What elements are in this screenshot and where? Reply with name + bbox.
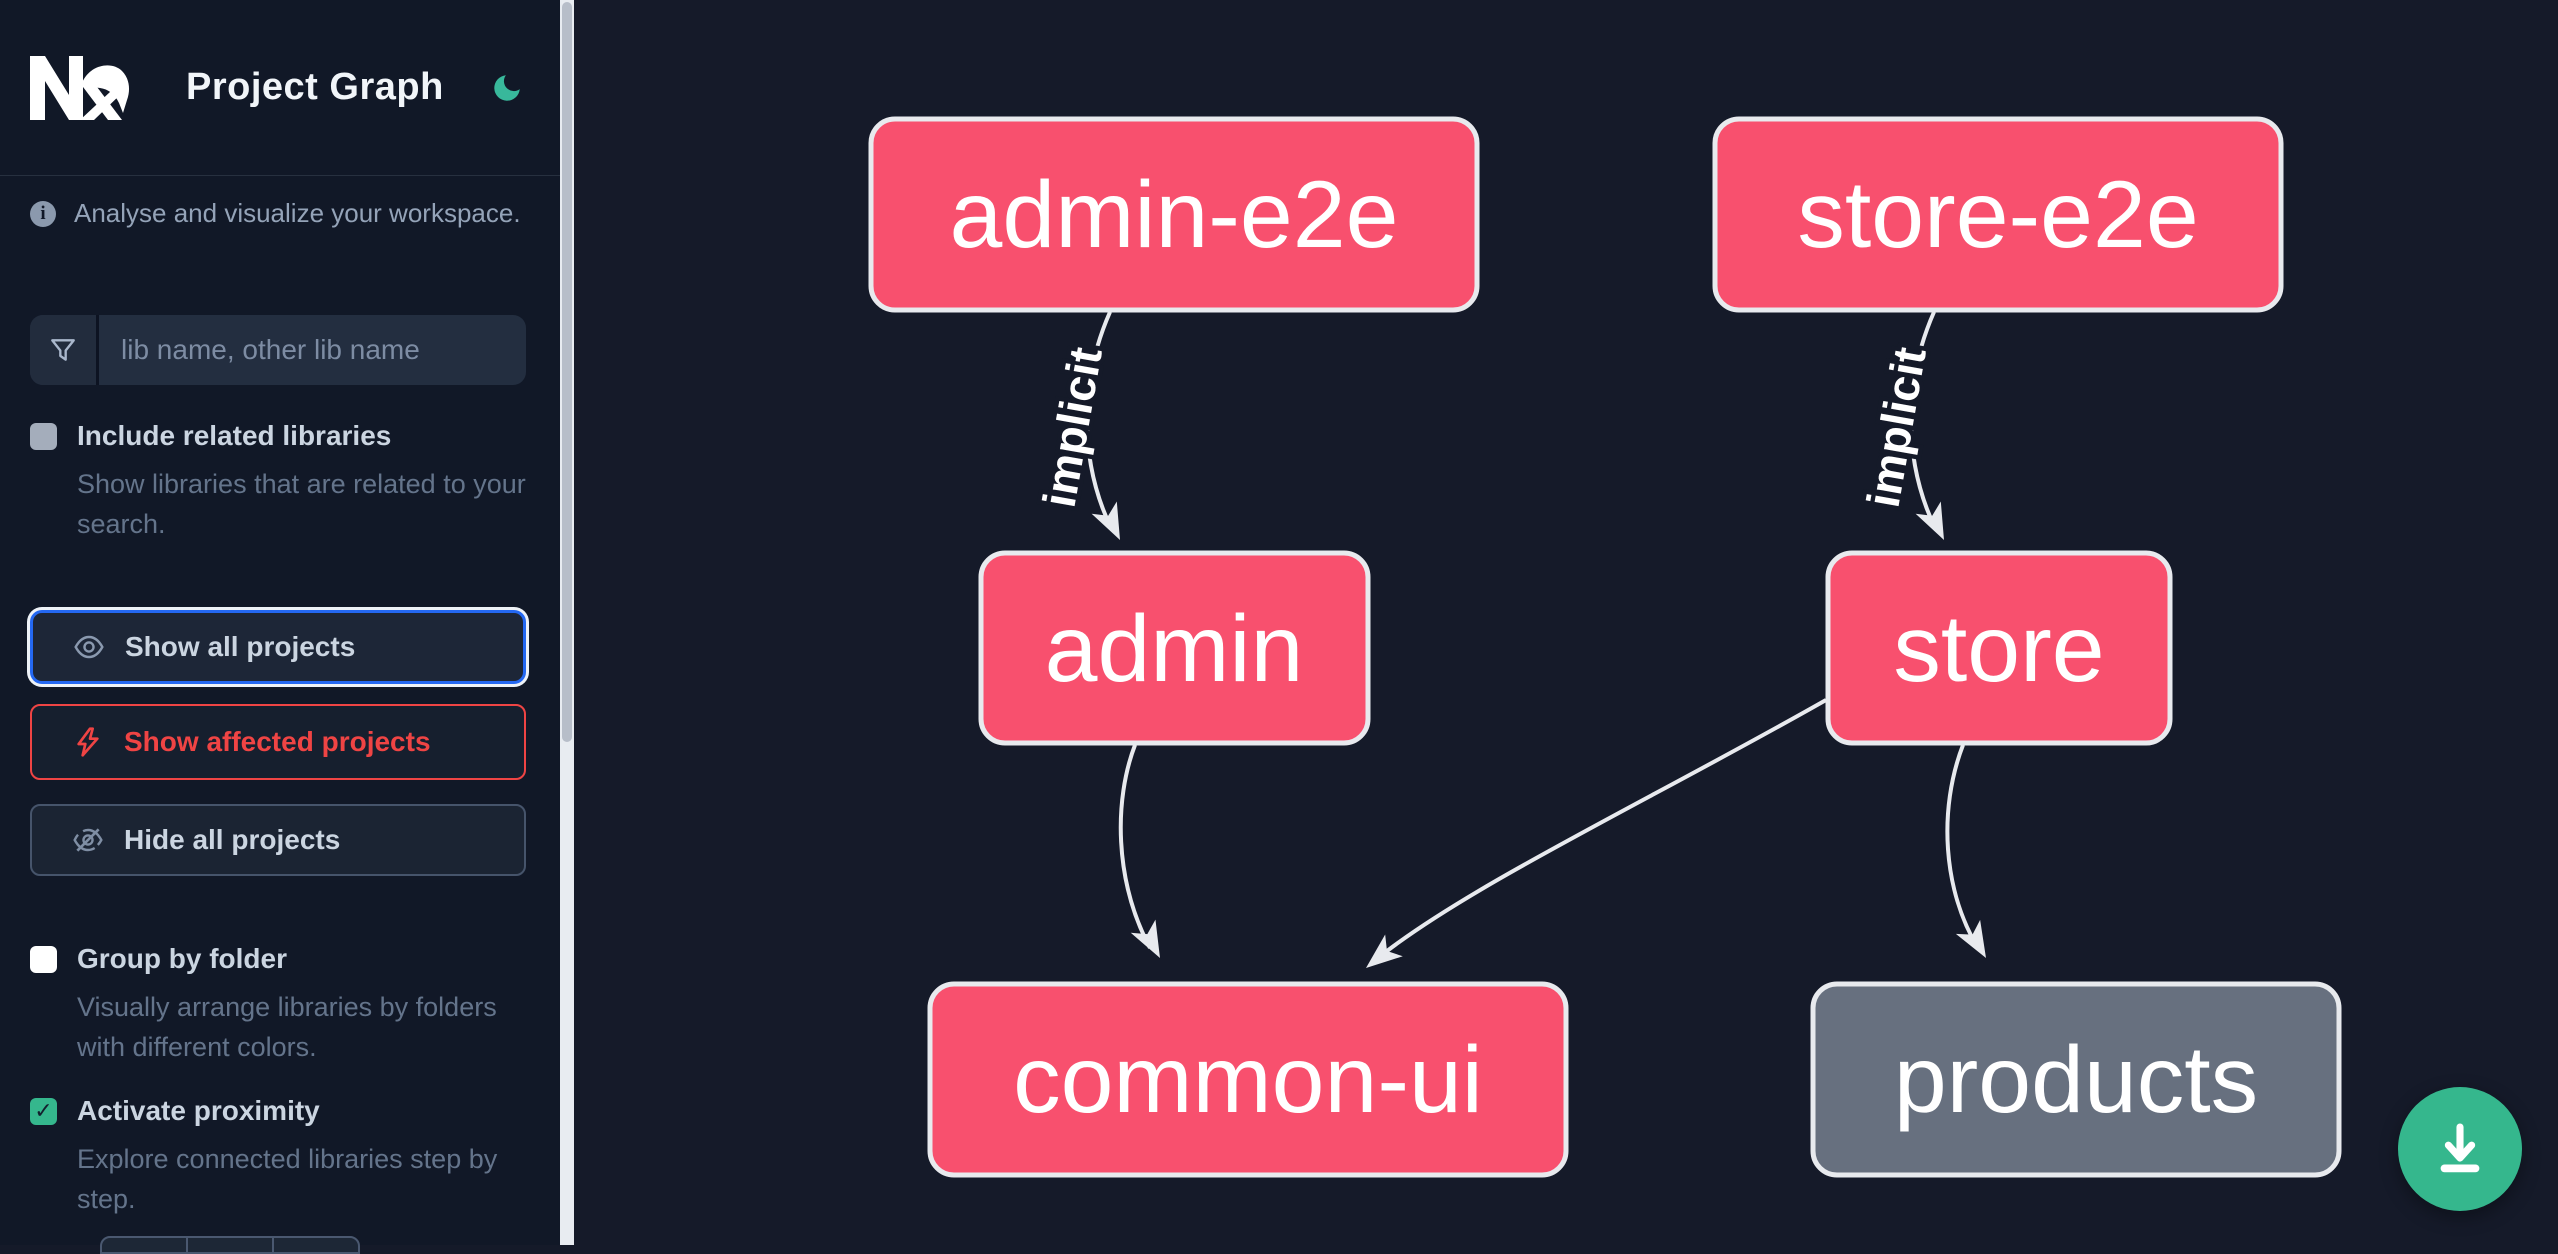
edge-admin-e2e-admin [1085,311,1114,531]
hide-all-projects-button[interactable]: Hide all projects [30,804,526,876]
edge-store-common-ui [1376,698,1827,960]
include-related-label: Include related libraries [77,420,392,451]
show-affected-projects-label: Show affected projects [124,726,431,757]
graph-nodes: admin-e2e store-e2e admin store common-u… [868,116,2342,1178]
group-by-folder-label: Group by folder [77,943,287,974]
sidebar-header: Project Graph [0,0,560,176]
svg-text:store-e2e: store-e2e [1797,162,2198,268]
node-admin[interactable]: admin [978,550,1371,746]
group-by-folder-description: Visually arrange libraries by folders wi… [77,992,497,1062]
svg-text:store: store [1893,596,2104,702]
graph-edge-labels: implicit implicit [1028,339,1940,516]
stepper-increment[interactable] [274,1238,358,1252]
svg-text:admin: admin [1045,596,1304,702]
search-input[interactable] [99,315,526,385]
edge-admin-common-ui [1118,744,1152,949]
edge-label-implicit: implicit [1033,343,1112,511]
show-affected-projects-button[interactable]: Show affected projects [30,704,526,780]
activate-proximity-checkbox[interactable]: ✓ [30,1097,57,1125]
show-all-projects-label: Show all projects [125,631,356,662]
edge-store-products [1945,744,1980,950]
page-title: Project Graph [186,66,444,108]
stepper-decrement[interactable] [102,1238,188,1252]
hide-all-projects-label: Hide all projects [124,824,341,855]
lightning-bolt-icon [72,726,104,758]
download-icon [2429,1118,2491,1180]
graph-arrowheads [1091,501,1986,968]
activate-proximity-description: Explore connected libraries step by step… [77,1144,498,1214]
download-button[interactable] [2398,1087,2522,1211]
edge-label-implicit: implicit [1857,343,1936,511]
node-common-ui[interactable]: common-ui [927,981,1569,1178]
tagline-text: Analyse and visualize your workspace. [74,198,521,228]
group-by-folder-checkbox[interactable] [30,945,57,973]
node-products[interactable]: products [1810,981,2342,1178]
svg-text:admin-e2e: admin-e2e [950,162,1399,268]
nx-logo [30,55,130,120]
graph-edges [1085,311,1980,960]
filter-funnel-icon [30,315,99,385]
proximity-stepper[interactable] [100,1236,360,1254]
node-store-e2e[interactable]: store-e2e [1712,116,2284,313]
sidebar-scrollbar[interactable] [560,0,574,1245]
option-group-by-folder: Group by folder Visually arrange librari… [30,943,530,1067]
show-all-projects-button[interactable]: Show all projects [30,610,526,684]
sidebar: Project Graph i Analyse and visualize yo… [0,0,560,1254]
info-icon: i [30,200,56,227]
option-include-related-libraries: Include related libraries Show libraries… [30,420,530,544]
option-activate-proximity: ✓ Activate proximity Explore connected l… [30,1095,530,1219]
include-related-description: Show libraries that are related to your … [77,469,526,539]
svg-text:products: products [1894,1027,2258,1133]
stepper-value [188,1238,274,1252]
node-store[interactable]: store [1825,550,2173,746]
search-box [30,315,526,385]
sidebar-scrollbar-thumb[interactable] [562,2,572,742]
node-admin-e2e[interactable]: admin-e2e [868,116,1480,313]
moon-icon[interactable] [490,71,524,105]
include-related-checkbox[interactable] [30,422,57,450]
eye-icon [73,631,105,663]
project-graph-canvas[interactable]: admin-e2e store-e2e admin store common-u… [574,0,2558,1245]
eye-off-icon [72,824,104,856]
tagline: i Analyse and visualize your workspace. [30,198,530,229]
edge-store-e2e-store [1909,311,1938,531]
svg-text:common-ui: common-ui [1013,1027,1483,1133]
activate-proximity-label: Activate proximity [77,1095,320,1126]
